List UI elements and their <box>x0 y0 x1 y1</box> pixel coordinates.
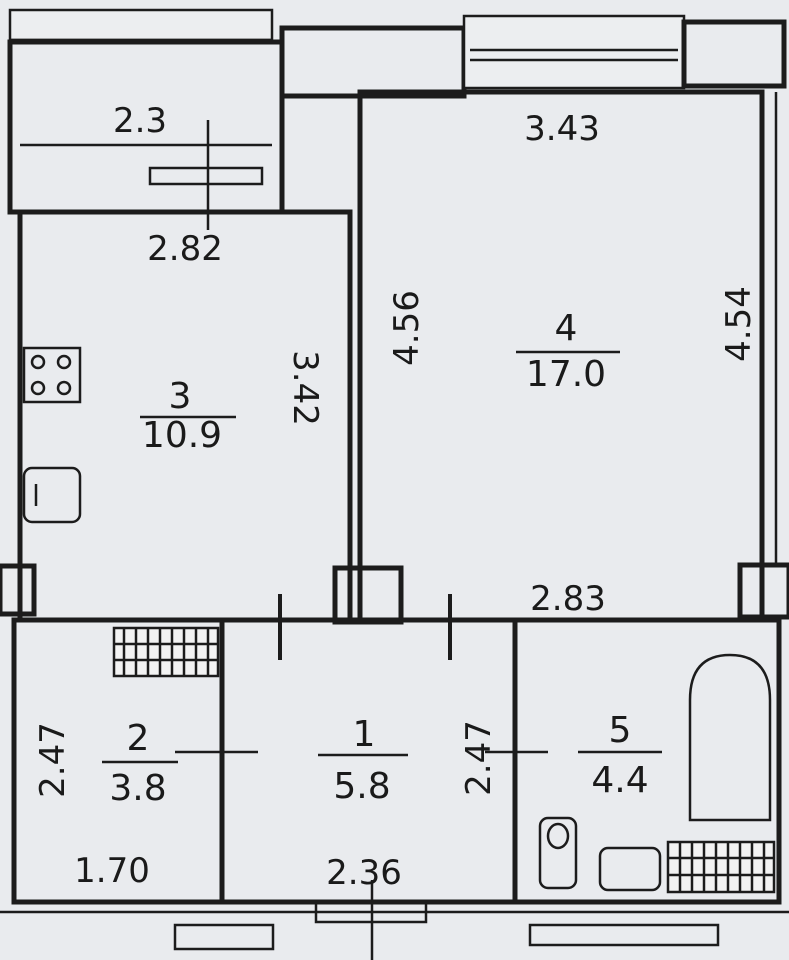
bathtub-icon <box>688 653 772 822</box>
balcony-width-label: 2.3 <box>113 101 167 141</box>
room-4-number: 4 <box>555 308 578 349</box>
washbasin-icon <box>598 846 662 892</box>
room-5-number: 5 <box>609 710 632 751</box>
room-1-bottom-dim: 2.36 <box>326 853 402 893</box>
room-2-left-dim: 2.47 <box>33 722 73 798</box>
room-3-area: 10.9 <box>142 415 222 456</box>
room-4-left-dim: 4.56 <box>387 290 427 366</box>
wall-column <box>737 562 789 620</box>
wall-column <box>0 563 37 617</box>
room-3-right-dim: 3.42 <box>285 350 325 426</box>
room-1-area: 5.8 <box>333 766 390 807</box>
vent-grille <box>112 626 220 678</box>
room-2-area: 3.8 <box>109 768 166 809</box>
stove-icon <box>22 346 82 404</box>
room-2-number: 2 <box>127 718 150 759</box>
top-outer-wall <box>8 8 787 99</box>
room-4-bottom-dim: 2.83 <box>530 579 606 619</box>
room-4-top-dim: 3.43 <box>524 109 600 149</box>
room-1-right-dim: 2.47 <box>459 720 499 796</box>
room-1-number: 1 <box>353 714 376 755</box>
room-3-top-dim: 2.82 <box>147 229 223 269</box>
room-2-bottom-dim: 1.70 <box>74 851 150 891</box>
room-4-right-dim: 4.54 <box>719 286 759 362</box>
vent-grille-bath <box>666 840 776 894</box>
room-5-area: 4.4 <box>591 760 648 801</box>
toilet-icon <box>538 816 578 890</box>
sink-icon <box>22 466 82 524</box>
room-4-area: 17.0 <box>526 354 606 395</box>
lower-block <box>0 594 789 960</box>
room-3-number: 3 <box>169 376 192 417</box>
